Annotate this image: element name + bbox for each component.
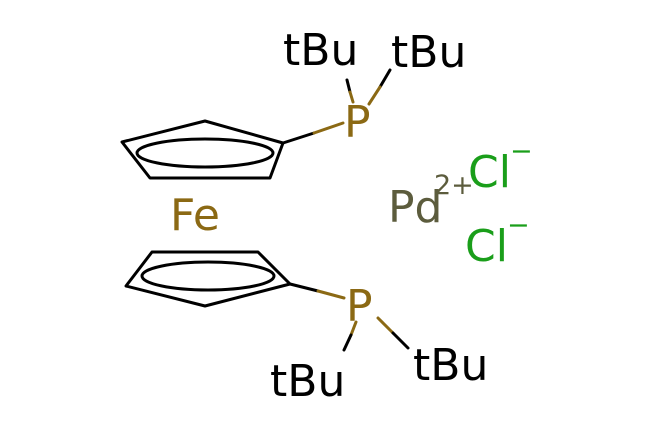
chloride-label-1: Cl xyxy=(468,147,511,198)
bonds xyxy=(281,68,410,352)
tbu-label-1: tBu xyxy=(283,25,358,76)
tbu-label-4: tBu xyxy=(413,340,488,391)
lower-cp-pentagon xyxy=(124,250,292,308)
tbu-label-2: tBu xyxy=(391,27,466,78)
bond-p-tbu2-b xyxy=(367,85,382,106)
phosphorus-label-bottom: P xyxy=(346,281,373,332)
tbu-label-3: tBu xyxy=(270,356,345,407)
chloride-charge-1: − xyxy=(510,136,533,167)
bond-cp-p-bottom-a xyxy=(288,282,320,293)
upper-cp-aromatic-ring xyxy=(135,137,275,169)
bond-p-tbu4-b xyxy=(391,331,410,350)
palladium-charge: 2+ xyxy=(434,170,474,201)
palladium-label: Pd xyxy=(388,182,442,233)
bond-p-tbu1-a xyxy=(345,78,352,94)
chloride-charge-2: − xyxy=(507,210,530,241)
bond-cp-p-top-b xyxy=(312,121,345,135)
lower-cp-ring xyxy=(124,250,292,308)
phosphorus-label-top: P xyxy=(344,97,371,148)
bond-p-tbu2-a xyxy=(378,68,392,89)
chloride-label-2: Cl xyxy=(465,221,508,272)
bond-p-tbu3-a xyxy=(349,320,358,337)
upper-cp-pentagon xyxy=(120,119,285,180)
bond-p-tbu3-b xyxy=(342,333,353,352)
iron-label: Fe xyxy=(170,190,220,241)
bond-p-tbu1-b xyxy=(348,90,355,104)
bond-p-tbu4-a xyxy=(376,316,395,335)
bond-cp-p-bottom-b xyxy=(316,289,346,300)
upper-cp-ring xyxy=(120,119,285,180)
bond-cp-p-top-a xyxy=(281,131,316,145)
lower-cp-aromatic-ring xyxy=(140,260,276,292)
